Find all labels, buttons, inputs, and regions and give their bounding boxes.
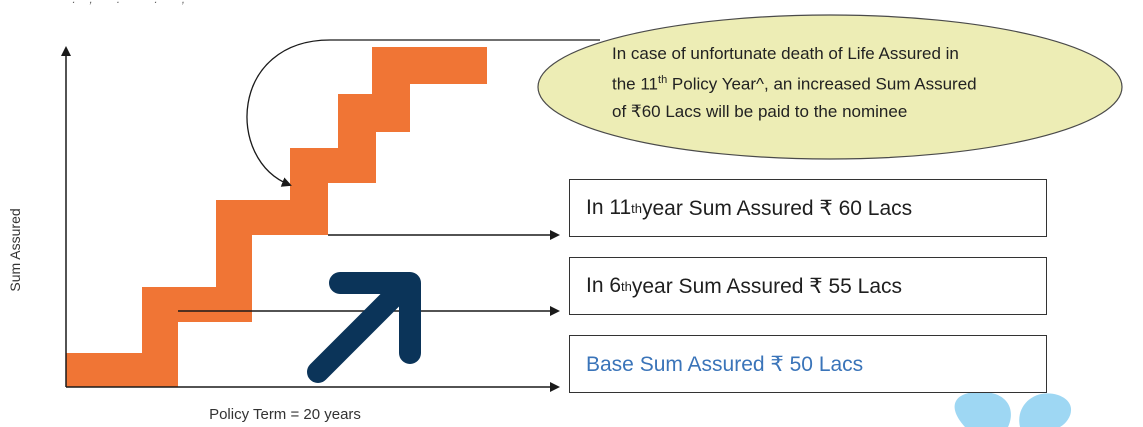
- callout-ellipse: [537, 14, 1123, 160]
- header-fragment: ~ . ~ , ~ ~ . ~ ~ ~ . ~ ~ , ~: [62, 0, 195, 6]
- callout-line-2: the 11th Policy Year^, an increased Sum …: [612, 74, 977, 94]
- callout-text: In case of unfortunate death of Life Ass…: [612, 40, 1092, 125]
- staircase-shape: [66, 47, 487, 387]
- box-base-sum: Base Sum Assured ₹ 50 Lacs: [569, 335, 1047, 393]
- y-axis-label: Sum Assured: [7, 208, 23, 291]
- x-axis-label: Policy Term = 20 years: [209, 406, 361, 423]
- growth-arrow-icon: [307, 272, 421, 383]
- ribbon-decoration: [954, 391, 1072, 427]
- curved-callout-arrow: [246, 39, 600, 187]
- callout-line-3: of ₹60 Lacs will be paid to the nominee: [612, 101, 908, 121]
- callout-line-1: In case of unfortunate death of Life Ass…: [612, 44, 959, 63]
